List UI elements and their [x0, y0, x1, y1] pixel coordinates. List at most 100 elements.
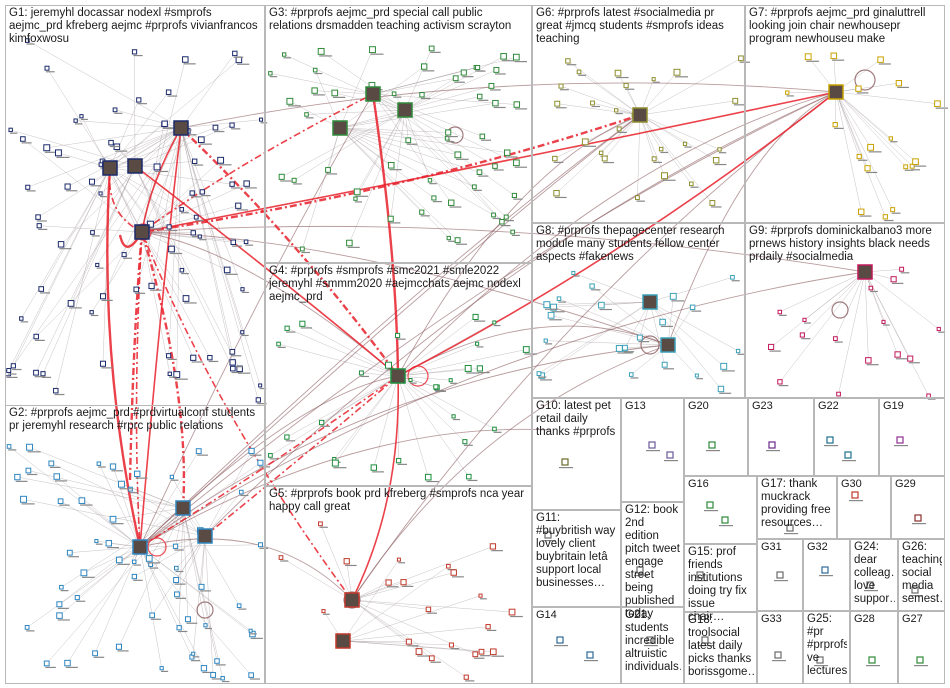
node-label — [191, 196, 201, 198]
group-panel-g13[interactable]: G13 — [621, 398, 684, 502]
group-label-g7: G7: #prprofs aejmc_prd ginaluttrell look… — [749, 7, 926, 45]
graph-node — [230, 365, 236, 372]
group-panel-g30[interactable]: G30 — [837, 476, 891, 539]
graph-node — [547, 311, 555, 319]
graph-node — [448, 378, 453, 383]
group-panel-g15[interactable]: G15: prof friends institutions doing try… — [684, 544, 757, 623]
graph-node — [238, 489, 244, 495]
group-panel-g1[interactable]: G1: jeremyhl docassar nodexl #smprofs ae… — [5, 5, 265, 406]
node-label — [76, 600, 86, 602]
edge — [112, 507, 184, 520]
group-panel-g28[interactable]: G28 — [850, 611, 898, 684]
group-panel-g32[interactable]: G32 — [803, 539, 850, 611]
graph-node — [464, 365, 472, 372]
self-loop — [854, 69, 876, 91]
graph-node — [229, 181, 235, 187]
node-label — [434, 389, 444, 392]
node-label — [65, 666, 78, 669]
group-panel-g27[interactable]: G27 — [898, 611, 945, 684]
edge — [649, 301, 722, 390]
group-panel-g17[interactable]: G17: thank muckrack providing free resou… — [757, 476, 837, 539]
graph-node — [94, 539, 99, 544]
node-label — [938, 331, 946, 333]
edge — [372, 77, 456, 95]
group-panel-g9[interactable]: G9: #prprofs dominickalbano3 more prnews… — [745, 223, 945, 398]
group-label-g20: G20 — [688, 400, 709, 412]
graph-node — [149, 612, 155, 619]
group-panel-g10[interactable]: G10: latest pet retail daily thanks #prp… — [532, 398, 621, 510]
node-label — [135, 477, 148, 479]
group-panel-g23[interactable]: G23 — [748, 398, 814, 476]
node-label — [26, 630, 35, 632]
graph-node — [866, 581, 874, 589]
node-label — [174, 378, 188, 380]
edge — [835, 91, 871, 148]
node-label — [277, 346, 286, 349]
node-label — [466, 372, 480, 374]
graph-node — [659, 318, 666, 326]
group-panel-g5[interactable]: G5: #prprofs book prd kfreberg #smprofs … — [265, 486, 532, 684]
edge — [404, 109, 431, 181]
edge — [321, 51, 406, 111]
group-panel-g2[interactable]: G2: #prprofs aejmc_prd #prdvirtualconf s… — [5, 405, 265, 684]
edge — [141, 225, 866, 273]
group-panel-g20[interactable]: G20 — [684, 398, 748, 476]
group-panel-g24[interactable]: G24: dear colleag… love suppor… — [850, 539, 898, 611]
edge — [39, 225, 143, 233]
graph-node — [370, 464, 377, 471]
graph-node — [419, 209, 425, 215]
edge — [51, 463, 206, 537]
group-panel-g14[interactable]: G14 — [532, 607, 621, 684]
edge — [180, 119, 262, 129]
graph-node — [174, 565, 179, 571]
edge — [558, 298, 669, 346]
graph-node — [706, 501, 714, 509]
edge — [390, 109, 406, 219]
group-panel-g25[interactable]: G25: #pr #prprofs ve lectures — [803, 611, 850, 684]
node-label — [285, 440, 296, 442]
group-panel-g16[interactable]: G16 — [684, 476, 757, 544]
node-label — [201, 195, 211, 197]
node-label — [174, 583, 186, 585]
node-label — [733, 104, 745, 106]
group-panel-g4[interactable]: G4: #prprofs #smprofs #smc2021 #smle2022… — [265, 263, 532, 486]
group-panel-g11[interactable]: G11: #buybritish way lovely client buybr… — [532, 510, 621, 607]
node-label — [454, 81, 465, 83]
group-label-g8: G8: #prprofs thepagecenter research modu… — [536, 225, 725, 263]
group-panel-g31[interactable]: G31 — [757, 539, 803, 611]
edge — [667, 91, 837, 346]
graph-node — [895, 80, 903, 87]
node-label — [111, 523, 124, 525]
graph-node — [189, 190, 195, 196]
group-panel-g22[interactable]: G22 — [814, 398, 879, 476]
edge — [40, 167, 111, 290]
group-panel-g29[interactable]: G29 — [891, 476, 945, 539]
node-label — [660, 325, 674, 328]
group-panel-g7[interactable]: G7: #prprofs aejmc_prd ginaluttrell look… — [745, 5, 945, 223]
group-panel-g33[interactable]: G33 — [757, 611, 803, 684]
highlight-edge — [141, 91, 837, 233]
node-label — [891, 212, 901, 214]
edge — [404, 56, 504, 111]
group-panel-g3[interactable]: G3: #prprofs aejmc_prd special call publ… — [265, 5, 532, 263]
group-panel-g12[interactable]: G12: book 2nd edition pitch tweet engage… — [621, 502, 684, 620]
node-label — [45, 666, 56, 669]
highlight-edge — [135, 231, 143, 548]
edge — [335, 375, 399, 464]
group-panel-g8[interactable]: G8: #prprofs thepagecenter research modu… — [532, 223, 745, 398]
graph-node — [6, 444, 12, 449]
group-panel-g26[interactable]: G26: teaching social media semest… — [898, 539, 945, 611]
node-label — [250, 633, 257, 635]
graph-node — [552, 155, 558, 162]
graph-node — [504, 149, 511, 156]
group-panel-g19[interactable]: G19 — [879, 398, 945, 476]
graph-node — [890, 207, 896, 213]
group-panel-g21[interactable]: G21: students incredible altruistic indi… — [621, 607, 684, 684]
graph-node — [896, 436, 904, 444]
node-label — [554, 645, 568, 647]
graph-node — [485, 624, 491, 630]
group-panel-g18[interactable]: G18: troolsocial latest daily picks than… — [684, 612, 757, 684]
group-panel-g6[interactable]: G6: #prprofs latest #socialmedia pr grea… — [532, 5, 745, 223]
graph-node — [343, 558, 350, 565]
node-label — [505, 220, 514, 222]
